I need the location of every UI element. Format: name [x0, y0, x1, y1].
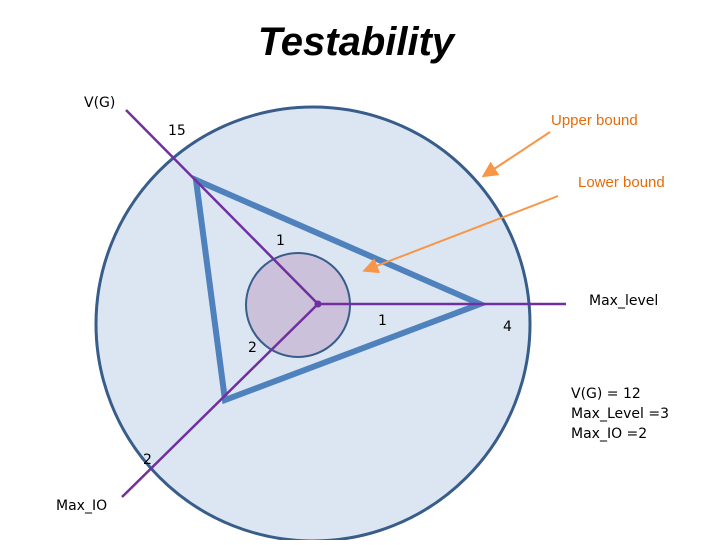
max-level-axis-label: Max_level: [589, 293, 659, 309]
upper-max-level-value: 4: [503, 319, 512, 335]
upper-vg-value: 15: [168, 123, 186, 139]
vg-axis: [125, 109, 319, 305]
summary-vg: V(G) = 12: [571, 386, 641, 402]
upper-max-io-value: 2: [143, 452, 152, 468]
summary-values: V(G) = 12 Max_Level =3 Max_IO =2: [571, 384, 669, 444]
axes-origin: [314, 300, 322, 308]
upper-bound-label: Upper bound: [551, 112, 638, 129]
page-title: Testability: [257, 20, 455, 64]
vg-axis-label: V(G): [84, 95, 116, 111]
measurement-triangle: [192, 175, 488, 405]
lower-max-io-value: 2: [248, 340, 257, 356]
upper-bound-arrow: [481, 131, 551, 178]
lower-vg-value: 1: [276, 233, 285, 249]
max-io-axis-label: Max_IO: [56, 498, 108, 514]
summary-max-level: Max_Level =3: [571, 406, 669, 422]
summary-max-io: Max_IO =2: [571, 426, 648, 442]
lower-max-level-value: 1: [378, 313, 387, 329]
lower-bound-label: Lower bound: [578, 174, 665, 191]
lower-bound-arrow: [362, 195, 559, 274]
max-io-axis: [121, 303, 319, 498]
